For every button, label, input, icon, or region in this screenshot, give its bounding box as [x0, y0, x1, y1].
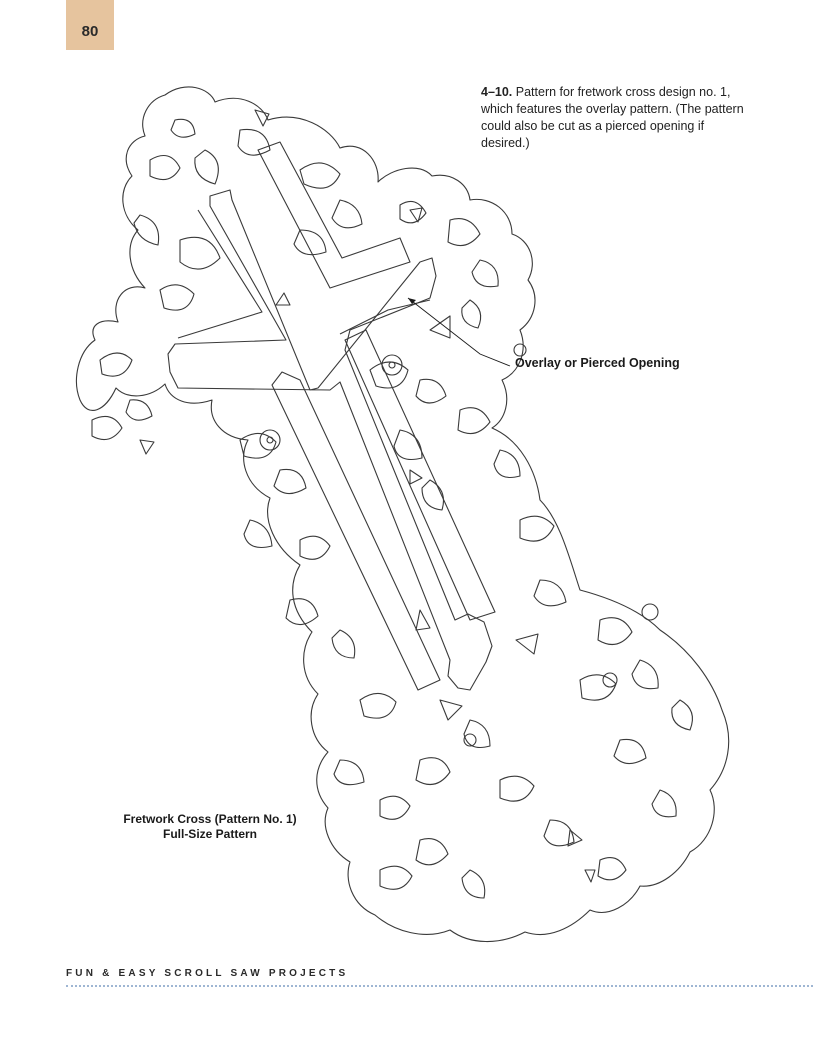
- figure-title-line-2: Full-Size Pattern: [162, 827, 257, 841]
- cross-inner-frame-lower-right: [344, 329, 496, 621]
- pattern-outline: [76, 86, 730, 943]
- cross-inner-frame-top: [257, 141, 411, 289]
- page-number: 80: [81, 23, 99, 40]
- figure-title-line-1: Fretwork Cross (Pattern No. 1): [123, 812, 297, 826]
- fretwork-scrolls: [91, 118, 693, 899]
- cross-inner-frame-left: [177, 209, 263, 339]
- cross-inner-frame-lower-left: [271, 371, 441, 691]
- pierced-triangles: [139, 109, 596, 883]
- page-number-tab: 80: [66, 0, 114, 50]
- cross-inner-frame-right: [339, 299, 431, 335]
- cross-overlay: [167, 189, 493, 691]
- footer-dotted-rule: [66, 985, 813, 987]
- callout-leader-line: [407, 297, 511, 367]
- callout-label: Overlay or Pierced Opening: [515, 356, 680, 370]
- caption-figure-number: 4–10.: [481, 85, 513, 99]
- callout-arrowhead: [408, 298, 416, 304]
- running-footer: FUN & EASY SCROLL SAW PROJECTS: [66, 968, 349, 979]
- caption-text: Pattern for fretwork cross design no. 1,…: [481, 85, 744, 150]
- figure-caption: 4–10. Pattern for fretwork cross design …: [481, 84, 756, 152]
- figure-title: Fretwork Cross (Pattern No. 1) Full-Size…: [100, 812, 320, 842]
- rosette-circles: [259, 343, 659, 747]
